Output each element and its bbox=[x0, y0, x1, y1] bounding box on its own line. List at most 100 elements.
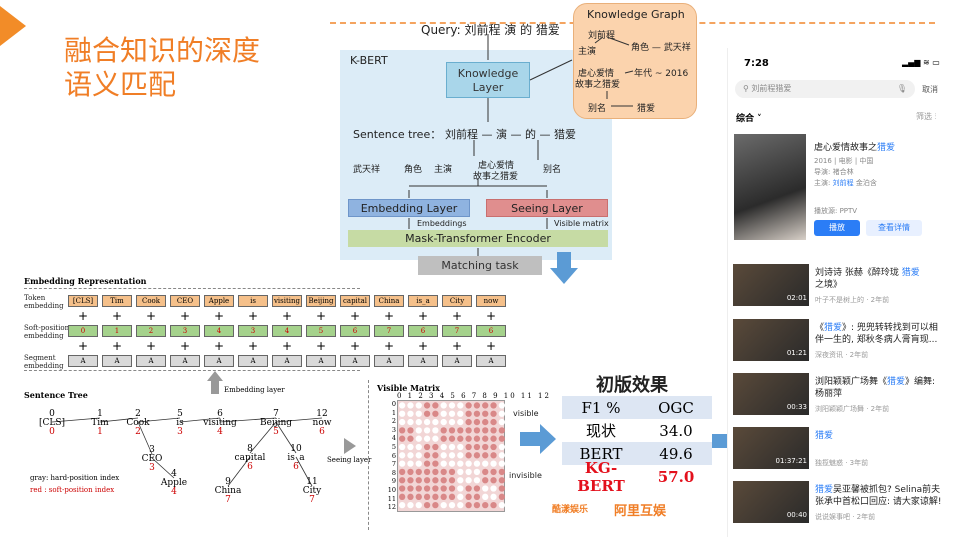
kbert-connectors bbox=[408, 34, 573, 256]
token-cell: China bbox=[374, 295, 404, 307]
video-thumbnail[interactable]: 01:21 bbox=[733, 319, 809, 361]
sentence-tree-edges bbox=[51, 417, 323, 487]
invisible-cell bbox=[423, 460, 431, 467]
visible-cell bbox=[498, 418, 505, 426]
node-word: China bbox=[214, 486, 242, 496]
invisible-cell bbox=[482, 427, 489, 434]
video-title[interactable]: 刘诗诗 张赫《醉玲珑 猎爱之境》 bbox=[815, 267, 943, 291]
matrix-row-number: 2 bbox=[391, 417, 396, 426]
invisible-cell bbox=[399, 468, 406, 476]
tree-edge bbox=[137, 421, 153, 455]
token-embedding-label: Token embedding bbox=[24, 294, 64, 310]
soft-position-cell: 0 bbox=[68, 325, 98, 337]
results-row-header: F1 %OGC bbox=[562, 396, 712, 419]
tree-node-e: 故事之猎爱 bbox=[473, 172, 519, 182]
blue-right-arrow-1 bbox=[520, 424, 556, 454]
phone-filter-button[interactable]: 筛选 ⫶ bbox=[916, 111, 937, 122]
video-title[interactable]: 猎爱 bbox=[815, 430, 943, 442]
visible-cell bbox=[498, 452, 505, 459]
soft-position-cell: 1 bbox=[102, 325, 132, 337]
video-title[interactable]: 《猎爱》: 兜兜转转找到可以相伴一生的, 郑秋冬病人膏肓现... bbox=[815, 322, 943, 346]
visible-cell bbox=[423, 418, 431, 426]
invisible-cell bbox=[440, 435, 447, 442]
logo-kuyang: 酷漾娱乐 bbox=[552, 505, 589, 515]
video-title-part: 》编舞:杨丽萍 bbox=[815, 377, 936, 399]
segment-cell: A bbox=[340, 355, 370, 367]
visible-cell bbox=[490, 460, 497, 467]
visible-cell bbox=[432, 418, 439, 426]
tree-edge bbox=[275, 421, 297, 454]
plus-sign: + bbox=[77, 339, 89, 353]
soft-position-label: Soft-position embedding bbox=[24, 324, 69, 340]
visible-cell bbox=[407, 402, 414, 409]
video-meta: 深夜资讯 · 2年前 bbox=[815, 351, 869, 359]
movie-poster[interactable] bbox=[734, 134, 806, 240]
invisible-cell bbox=[473, 493, 481, 500]
invisible-cell bbox=[415, 477, 422, 484]
results-key: F1 % bbox=[581, 398, 621, 417]
invisible-cell bbox=[482, 435, 489, 442]
visible-cell bbox=[457, 468, 464, 476]
visible-cell bbox=[457, 493, 464, 500]
token-cell: is_a bbox=[408, 295, 438, 307]
phone-search-text: 刘前程猎爱 bbox=[751, 84, 792, 93]
visible-matrix-note: Visible matrix bbox=[554, 219, 609, 228]
visible-cell bbox=[457, 418, 464, 426]
microphone-icon[interactable]: 🎙 bbox=[896, 84, 907, 93]
movie-source: 播放源: PPTV bbox=[814, 207, 858, 215]
video-meta: 独揽魅惑 · 3年前 bbox=[815, 459, 869, 467]
movie-title[interactable]: 虐心爱情故事之猎爱 bbox=[814, 140, 895, 153]
segment-cell: A bbox=[476, 355, 506, 367]
plus-sign: + bbox=[213, 309, 225, 323]
tree-node: 0[CLS]0 bbox=[30, 410, 74, 437]
video-thumbnail[interactable]: 02:01 bbox=[733, 264, 809, 306]
visible-cell bbox=[457, 485, 464, 492]
results-key: KG-BERT bbox=[577, 458, 625, 495]
segment-cell: A bbox=[442, 355, 472, 367]
sentence-tree-label: Sentence tree： bbox=[353, 128, 442, 141]
phone-cancel-button[interactable]: 取消 bbox=[922, 85, 938, 94]
video-thumbnail[interactable]: 00:33 bbox=[733, 373, 809, 415]
visible-cell bbox=[407, 443, 414, 451]
visible-label: visible bbox=[513, 409, 539, 418]
plus-sign: + bbox=[179, 339, 191, 353]
invisible-cell bbox=[415, 493, 422, 500]
token-cell: Beijing bbox=[306, 295, 336, 307]
visible-cell bbox=[473, 477, 481, 484]
video-thumbnail[interactable]: 00:40 bbox=[733, 481, 809, 523]
video-title-highlight: 猎爱 bbox=[815, 431, 834, 441]
movie-meta-1: 2016 | 电影 | 中国 bbox=[814, 157, 874, 165]
soft-index: 7 bbox=[309, 495, 315, 505]
invisible-cell bbox=[407, 427, 414, 434]
visible-cell bbox=[399, 418, 406, 426]
plus-sign: + bbox=[349, 339, 361, 353]
video-thumbnail[interactable]: 01:37:21 bbox=[733, 427, 809, 469]
invisible-cell bbox=[482, 477, 489, 484]
visible-cell bbox=[440, 410, 447, 417]
video-title[interactable]: 猎爱吴亚馨被抓包? Selina前夫张承中首松口回应: 请大家谅解! bbox=[815, 484, 943, 508]
soft-index: 2 bbox=[135, 427, 141, 437]
soft-position-cell: 7 bbox=[374, 325, 404, 337]
video-title[interactable]: 浏阳颖颖广场舞《猎爱》编舞:杨丽萍 bbox=[815, 376, 943, 400]
legend-gray: gray: hard-position index bbox=[30, 474, 120, 482]
visible-cell bbox=[482, 460, 489, 467]
visible-cell bbox=[415, 460, 422, 467]
view-detail-button[interactable]: 查看详情 bbox=[866, 220, 922, 236]
visible-cell bbox=[465, 468, 472, 476]
video-duration: 00:33 bbox=[786, 403, 807, 411]
embeddings-note: Embeddings bbox=[417, 219, 467, 228]
visible-cell bbox=[473, 460, 481, 467]
phone-search-input[interactable]: ⚲ 刘前程猎爱 🎙 bbox=[735, 80, 915, 98]
soft-index: 0 bbox=[49, 427, 55, 437]
invisible-cell bbox=[407, 493, 414, 500]
embedding-representation-title: Embedding Representation bbox=[24, 276, 147, 286]
phone-tab-all[interactable]: 综合 ˅ bbox=[736, 111, 762, 124]
visible-cell bbox=[457, 460, 464, 467]
play-button[interactable]: 播放 bbox=[814, 220, 860, 236]
visible-cell bbox=[448, 402, 456, 409]
